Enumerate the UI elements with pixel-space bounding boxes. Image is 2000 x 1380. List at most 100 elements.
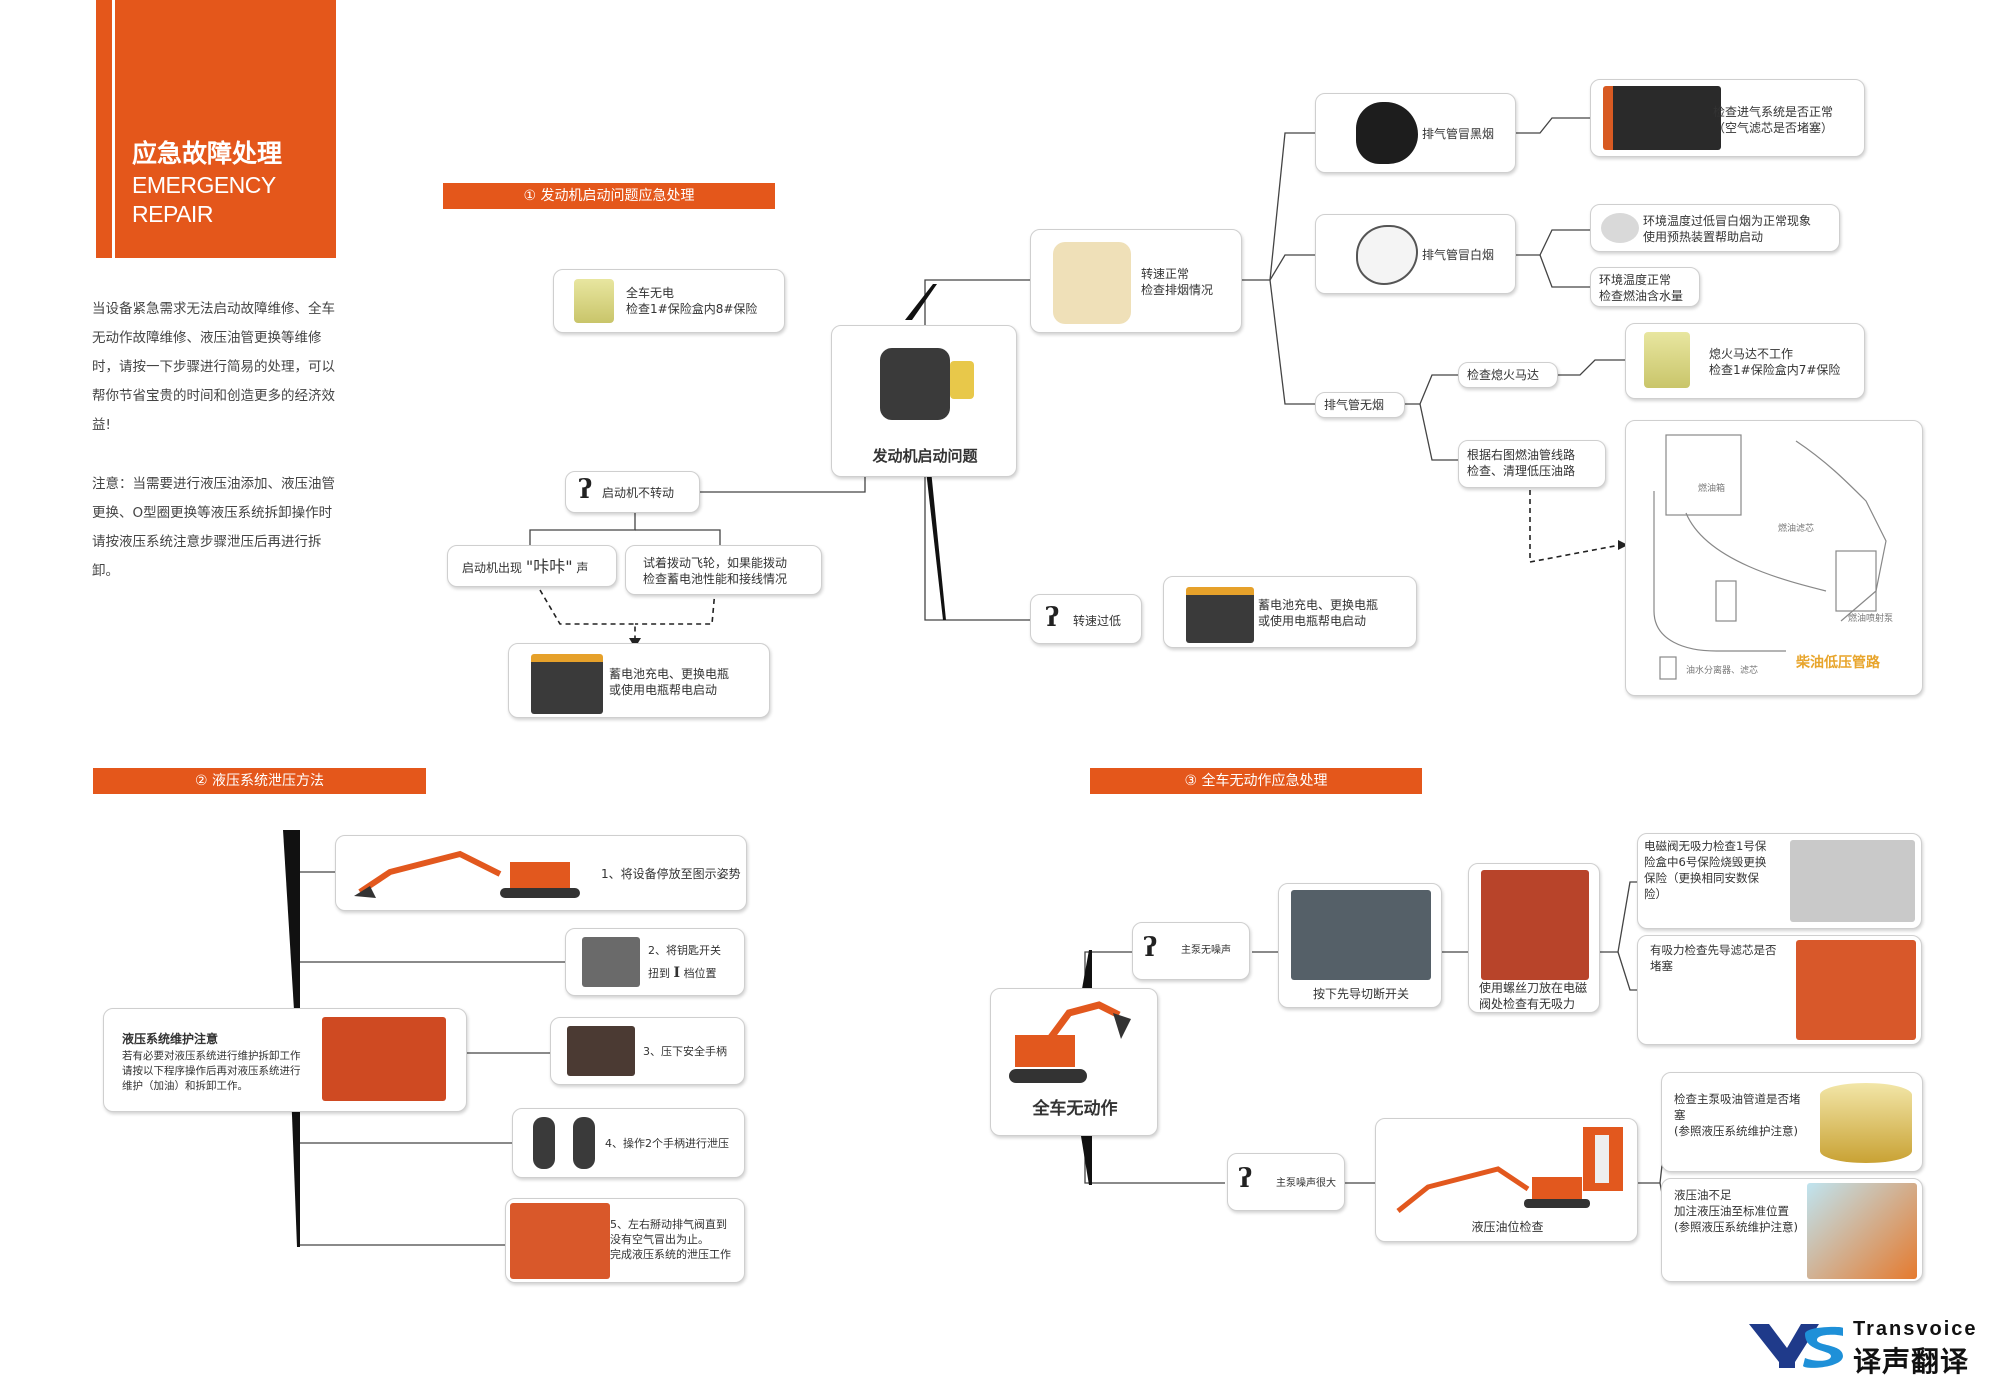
black-smoke-image <box>1356 102 1418 164</box>
fuse-image <box>1644 332 1690 388</box>
battery2-line2: 或使用电瓶帮电启动 <box>1258 614 1367 628</box>
white-smoke-label: 排气管冒白烟 <box>1422 248 1495 262</box>
has-suction-line2: 堵塞 <box>1650 959 1673 973</box>
no-smoke-node: 排气管无烟 <box>1315 392 1405 418</box>
click-sound-mid: "咔咔" <box>525 557 573 576</box>
step5-node: 5、左右掰动排气阀直到 没有空气冒出为止。 完成液压系统的泄压工作 <box>505 1198 745 1283</box>
diagram-caption: 柴油低压管路 <box>1796 655 1880 671</box>
screwdriver-node: 使用螺丝刀放在电磁 阀处检查有无吸力 <box>1468 863 1600 1013</box>
oil-low-node: 液压油不足 加注液压油至标准位置 (参照液压系统维护注意) <box>1661 1178 1923 1282</box>
intake-check-line1: 检查进气系统是否正常 <box>1713 105 1834 119</box>
hydraulic-note-line2: 请按以下程序操作后再对液压系统进行 <box>122 1065 301 1077</box>
normal-temp-node: 环境温度正常 检查燃油含水量 <box>1590 267 1700 307</box>
white-smoke-image <box>1356 225 1418 285</box>
step2-pre: 扭到 <box>648 967 670 980</box>
no-suction-line2: 险盒中6号保险烧毁更换 <box>1644 855 1767 869</box>
black-smoke-label: 排气管冒黑烟 <box>1422 127 1495 141</box>
diagram-label-tank: 燃油箱 <box>1698 484 1726 494</box>
oil-low-line3: (参照液压系统维护注意) <box>1674 1220 1798 1234</box>
joystick-left-image <box>533 1117 555 1169</box>
pump-no-noise-label: 主泵无噪声 <box>1181 945 1231 956</box>
normal-speed-line1: 转速正常 <box>1141 267 1190 281</box>
hydraulic-note-node: 液压系统维护注意 若有必要对液压系统进行维护拆卸工作 请按以下程序操作后再对液压… <box>103 1008 467 1112</box>
step2-num: I <box>673 965 681 981</box>
suction-pipe-node: 检查主泵吸油管道是否堵 塞 (参照液压系统维护注意) <box>1661 1072 1923 1172</box>
step2-node: 2、将钥匙开关 扭到 I 档位置 <box>565 928 745 996</box>
engine-center-label: 发动机启动问题 <box>872 447 978 465</box>
low-temp-line2: 使用预热装置帮助启动 <box>1643 230 1764 244</box>
starter-not-turning-label: 启动机不转动 <box>602 486 675 500</box>
normal-temp-line1: 环境温度正常 <box>1599 273 1672 287</box>
section-banner-nomove: ③ 全车无动作应急处理 <box>1090 768 1422 794</box>
engine-image <box>880 348 950 420</box>
section-banner-engine: ① 发动机启动问题应急处理 <box>443 183 775 209</box>
section-banner-hydraulic: ② 液压系统泄压方法 <box>93 768 426 794</box>
pump-loud-label: 主泵噪声很大 <box>1276 1178 1336 1189</box>
battery2-image <box>1186 587 1254 643</box>
page-subtitle-line2: REPAIR <box>132 201 213 227</box>
low-speed-label: 转速过低 <box>1073 614 1122 628</box>
excavator-image <box>1009 1001 1131 1083</box>
oil-level-node: 液压油位检查 <box>1375 1118 1638 1242</box>
try-flywheel-line2: 检查蓄电池性能和接线情况 <box>643 572 788 586</box>
intro-paragraph: 当设备紧急需求无法启动故障维修、全车无动作故障维修、液压油管更换等维修时，请按一… <box>92 301 335 433</box>
oil-low-line2: 加注液压油至标准位置 <box>1674 1204 1789 1218</box>
click-sound-post: 声 <box>576 561 589 575</box>
suction-pipe-line2: 塞 <box>1674 1108 1686 1122</box>
step3-node: 3、压下安全手柄 <box>550 1017 745 1085</box>
battery-node: 蓄电池充电、更换电瓶 或使用电瓶帮电启动 <box>508 643 770 718</box>
normal-temp-line2: 检查燃油含水量 <box>1599 289 1684 303</box>
battery2-line1: 蓄电池充电、更换电瓶 <box>1258 598 1379 612</box>
starter-not-turning-node: ʔ 启动机不转动 <box>565 471 700 513</box>
click-sound-pre: 启动机出现 <box>462 561 523 575</box>
normal-speed-node: 转速正常 检查排烟情况 <box>1030 229 1242 333</box>
step4-node: 4、操作2个手柄进行泄压 <box>512 1108 745 1178</box>
diagram-label-separator: 油水分离器、滤芯 <box>1686 666 1759 676</box>
no-suction-line4: 险） <box>1644 887 1667 901</box>
nomove-center-label: 全车无动作 <box>1032 1099 1118 1119</box>
oil-level-label: 液压油位检查 <box>1471 1220 1544 1234</box>
pump-no-noise-node: ʔ 主泵无噪声 <box>1132 922 1250 980</box>
hydraulic-note-line1: 若有必要对液压系统进行维护拆卸工作 <box>122 1050 301 1062</box>
battery-line2: 或使用电瓶帮电启动 <box>609 683 718 697</box>
no-power-line2: 检查1#保险盒内8#保险 <box>626 302 758 316</box>
fuse-box-image <box>1790 840 1915 922</box>
hydraulic-work-image <box>322 1017 446 1101</box>
snowflake-cloud-icon <box>1601 213 1639 243</box>
oil-pour-image <box>1807 1183 1917 1279</box>
header-rule <box>112 0 115 258</box>
step5-line3: 完成液压系统的泄压工作 <box>610 1248 731 1261</box>
ear-icon: ʔ <box>1045 603 1060 633</box>
fuse-image <box>574 279 614 323</box>
logo-wordmark-en: Transvoice <box>1853 1318 1978 1340</box>
engine-center-node: 发动机启动问题 <box>831 325 1017 477</box>
diagram-label-pump: 燃油喷射泵 <box>1848 614 1894 624</box>
hydraulic-note-line3: 维护（加油）和拆卸工作。 <box>122 1080 248 1092</box>
step1-label: 1、将设备停放至图示姿势 <box>601 867 741 881</box>
no-suction-line3: 保险（更换相同安数保 <box>1644 871 1759 885</box>
no-smoke-label: 排气管无烟 <box>1324 398 1385 412</box>
fuel-line-line1: 根据右图燃油管线路 <box>1467 448 1576 462</box>
try-flywheel-node: 试着拨动飞轮，如果能拨动 检查蓄电池性能和接线情况 <box>625 545 822 595</box>
battery2-node: 蓄电池充电、更换电瓶 或使用电瓶帮电启动 <box>1163 576 1417 648</box>
ear-icon: ʔ <box>578 475 593 505</box>
battery-line1: 蓄电池充电、更换电瓶 <box>609 667 730 681</box>
normal-speed-line2: 检查排烟情况 <box>1141 283 1214 297</box>
intake-check-line2: （空气滤芯是否堵塞） <box>1713 121 1834 135</box>
check-stop-motor-node: 检查熄火马达 <box>1458 362 1558 388</box>
stop-motor-line1: 熄火马达不工作 <box>1709 347 1794 361</box>
step5-line1: 5、左右掰动排气阀直到 <box>610 1218 727 1231</box>
intro-note: 注意：当需要进行液压油添加、液压油管更换、O型圈更换等液压系统拆卸操作时请按液压… <box>92 476 335 579</box>
breather-valve-image <box>510 1203 610 1279</box>
low-temp-line1: 环境温度过低冒白烟为正常现象 <box>1643 214 1812 228</box>
pump-loud-node: ʔ 主泵噪声很大 <box>1227 1153 1345 1211</box>
suction-pipe-line1: 检查主泵吸油管道是否堵 <box>1674 1092 1801 1106</box>
step4-label: 4、操作2个手柄进行泄压 <box>605 1137 729 1150</box>
black-smoke-node: 排气管冒黑烟 <box>1315 93 1516 173</box>
hydraulic-note-title: 液压系统维护注意 <box>122 1032 219 1046</box>
low-speed-node: ʔ 转速过低 <box>1030 594 1142 644</box>
engine-smoke-image <box>1053 242 1131 324</box>
key-switch-image <box>582 937 640 987</box>
fuel-diagram-image <box>1653 434 1887 680</box>
fan-image <box>950 361 974 399</box>
